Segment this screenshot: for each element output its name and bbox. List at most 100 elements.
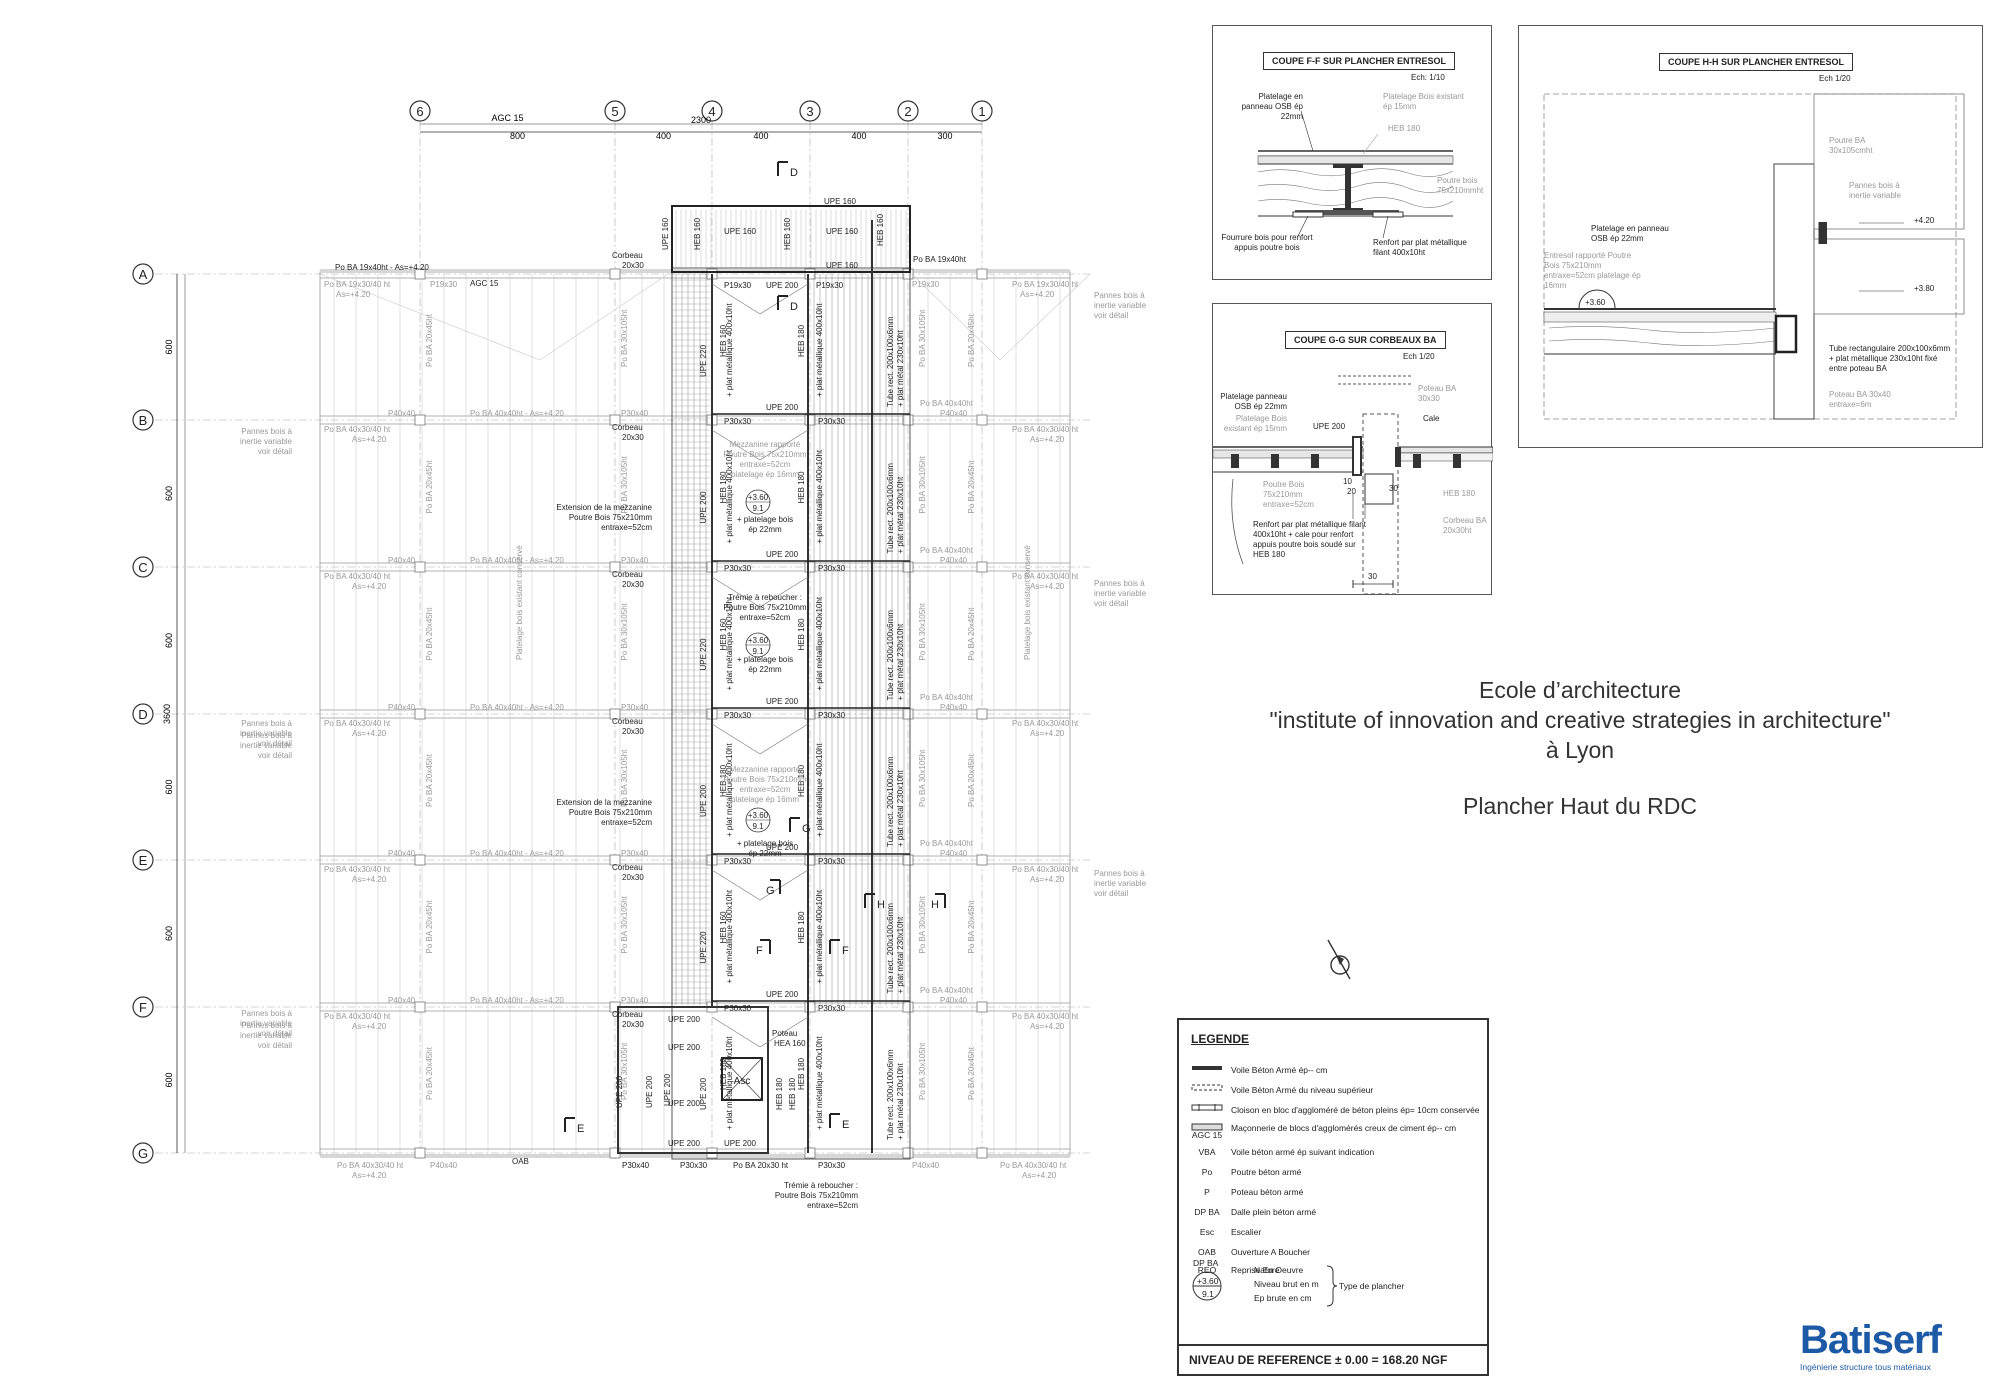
section-hh-drawing xyxy=(1543,93,1965,420)
column-post xyxy=(804,854,816,866)
grid-row-bubble xyxy=(132,409,154,431)
legend-item-text: Poteau béton armé xyxy=(1231,1187,1304,1197)
label-as-bottom-right: As=+4.20 xyxy=(1022,1171,1057,1180)
grid-column-bubble xyxy=(897,100,919,122)
label-heb180-vertical: HEB 180 xyxy=(797,471,806,504)
label-mezzanine: Poutre Bois 75x210mm xyxy=(723,450,806,459)
label-po-side: Po BA 40x30/40 ht xyxy=(324,719,391,728)
section-hh-label-osb: Platelage en panneau OSB ép 22mm xyxy=(1591,224,1669,243)
label-po-side-right: Po BA 40x30/40 ht xyxy=(1012,1012,1079,1021)
label-p40x40-right: P40x40 xyxy=(940,409,968,418)
label-upe-vertical: UPE 200 xyxy=(699,784,708,817)
label-p30x40: P30x40 xyxy=(621,556,649,565)
label-mezzanine: entraxe=52cm xyxy=(740,785,791,794)
section-gg-label-poteau: Poteau BA 30x30 xyxy=(1418,384,1456,403)
label-po-bottom-right: Po BA 40x30/40 ht xyxy=(1000,1161,1067,1170)
label-heb180-stair: HEB 180 xyxy=(788,1077,797,1110)
label-as-top-right: As=+4.20 xyxy=(1020,290,1055,299)
label-p40x40: P40x40 xyxy=(388,556,416,565)
label-tube-2: + plat métal 230x10ht xyxy=(896,770,905,847)
column-post xyxy=(414,708,426,720)
label-p19x30-mid: P19x30 xyxy=(724,281,752,290)
label-upe200: UPE 200 xyxy=(766,990,799,999)
section-ff-title: COUPE F-F SUR PLANCHER ENTRESOL xyxy=(1263,52,1456,70)
label-tube-2: + plat métal 230x10ht xyxy=(896,916,905,993)
label-pannes-left: Pannes bois à xyxy=(241,719,292,728)
label-agc15: AGC 15 xyxy=(470,279,499,288)
label-tube-2: + plat métal 230x10ht xyxy=(896,1063,905,1140)
label-pannes-right: Pannes bois à xyxy=(1094,579,1145,588)
label-extension: Poutre Bois 75x210mm xyxy=(569,808,652,817)
label-po-row: Po BA 40x40ht - As=+4.20 xyxy=(470,996,564,1005)
section-ff-label-existing: Platelage Bois existant ép 15mm xyxy=(1383,92,1464,111)
label-p40x40-right: P40x40 xyxy=(940,996,968,1005)
legend-item-text: Escalier xyxy=(1231,1227,1262,1237)
section-hh-label-entresol: Entresol rapporté Poutre Bois 75x210mm e… xyxy=(1544,251,1641,290)
section-hh-label-pannes: Pannes bois à inertie variable xyxy=(1849,181,1902,200)
label-p40x40: P40x40 xyxy=(388,409,416,418)
label-po-row: Po BA 40x40ht - As=+4.20 xyxy=(470,556,564,565)
section-cut-label: D xyxy=(790,167,798,179)
panne-diagonal xyxy=(319,273,541,361)
label-heb180-vertical: HEB 180 xyxy=(797,764,806,797)
label-upe200-stair: UPE 200 xyxy=(668,1043,701,1052)
label-tube: Tube rect. 200x100x6mm xyxy=(886,1049,895,1140)
level-bubble-bottom: 9.1 xyxy=(752,647,764,656)
label-heb160-mid: HEB 160 xyxy=(783,217,792,250)
label-p40x40-right: P40x40 xyxy=(940,703,968,712)
label-upe-vertical: UPE 220 xyxy=(699,931,708,964)
label-pannes-left: Pannes bois à xyxy=(241,1009,292,1018)
column-post xyxy=(609,268,621,280)
dimension-row-spacing: 600 xyxy=(164,633,174,648)
section-hh-label-tube: Tube rectangulaire 200x100x6mm + plat mé… xyxy=(1829,344,1951,373)
label-tube-2: + plat métal 230x10ht xyxy=(896,476,905,553)
legend-symbols xyxy=(1191,1066,1338,1307)
label-upe-vertical: UPE 220 xyxy=(699,344,708,377)
label-pannes-left-2: inertie variable xyxy=(240,1031,293,1040)
dimension-row-spacing: 600 xyxy=(164,779,174,794)
section-hh-level-360: +3.60 xyxy=(1585,298,1606,307)
label-heb180-vertical: HEB 180 xyxy=(797,1057,806,1090)
column-post xyxy=(902,854,914,866)
label-p40x40: P40x40 xyxy=(388,849,416,858)
column-post xyxy=(414,414,426,426)
panne-diagonal xyxy=(911,273,1001,361)
label-mezzanine: Mezzanine rapporté xyxy=(730,440,801,449)
brace-line xyxy=(759,283,809,315)
column-post xyxy=(414,1147,426,1159)
label-poteau: Poteau xyxy=(772,1029,797,1038)
label-corbeau-row: Corbeau xyxy=(612,423,643,432)
label-po-vert2: Po BA 30x105ht xyxy=(620,309,629,367)
legend-item-text: Voile béton armé ép suivant indication xyxy=(1231,1147,1375,1157)
label-extension: Extension de la mezzanine xyxy=(556,503,652,512)
title-block: Ecole d’architecture "institute of innov… xyxy=(1180,675,1980,821)
column-post xyxy=(902,1147,914,1159)
section-cut-label: D xyxy=(790,301,798,313)
label-corbeau-row: Corbeau xyxy=(612,863,643,872)
label-tremie: Poutre Bois 75x210mm xyxy=(723,603,806,612)
panne-diagonal xyxy=(999,273,1091,361)
label-p30x30: P30x30 xyxy=(724,564,752,573)
grid-column-label: 3 xyxy=(806,104,813,119)
label-po-vert: Po BA 20x45ht xyxy=(425,607,434,661)
label-upe200: UPE 200 xyxy=(766,550,799,559)
grid-row-label: E xyxy=(139,853,148,868)
label-po-side-top: Po BA 19x30/40 ht xyxy=(324,280,391,289)
label-upe200-stair: UPE 200 xyxy=(668,1015,701,1024)
legend-ptype-niveau: Niveau brut en m xyxy=(1254,1279,1319,1289)
label-as: As=+4.20 xyxy=(352,435,387,444)
label-heb-vertical: HEB 180 xyxy=(719,1057,728,1090)
label-as-bottom: As=+4.20 xyxy=(352,1171,387,1180)
section-gg-label-poutre: Poutre Bois 75x210mm entraxe=52cm xyxy=(1263,480,1314,509)
label-po-bottom: Po BA 40x30/40 ht xyxy=(337,1161,404,1170)
label-po-vert-right: Po BA 20x45ht xyxy=(967,1046,976,1100)
label-heb-vertical: HEB 160 xyxy=(719,911,728,944)
legend-item-code: Esc xyxy=(1199,1227,1215,1237)
grid-column-label: 2 xyxy=(904,104,911,119)
section-cut-label: F xyxy=(756,945,763,957)
label-plat: + plat métallique 400x10ht xyxy=(725,303,734,397)
label-po-side: Po BA 40x30/40 ht xyxy=(324,572,391,581)
label-po-side-right: Po BA 40x30/40 ht xyxy=(1012,719,1079,728)
label-po-side-right: Po BA 40x30/40 ht xyxy=(1012,572,1079,581)
